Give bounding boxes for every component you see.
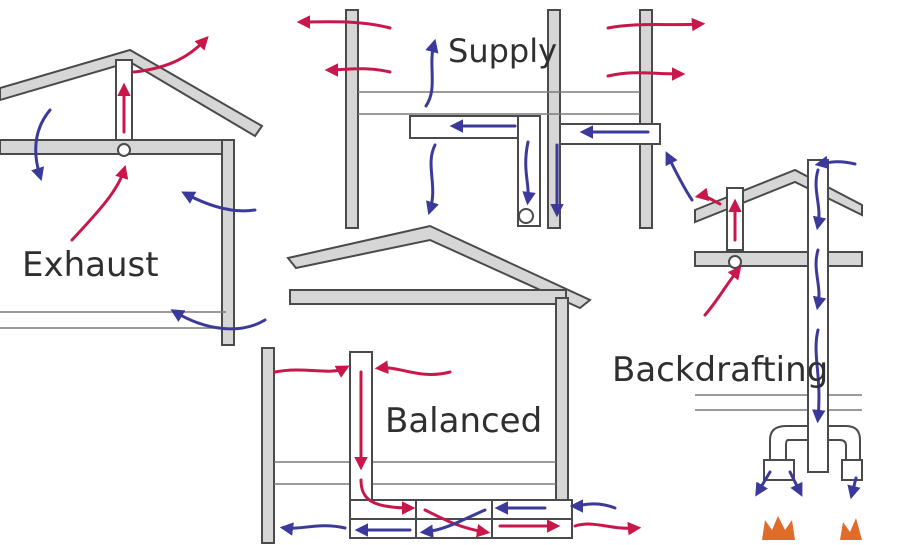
flame-icon-right bbox=[840, 518, 862, 540]
supply-duct-inlet bbox=[559, 123, 661, 145]
supply-house bbox=[296, 9, 706, 229]
exhaust-fan-icon bbox=[117, 143, 131, 157]
balanced-house bbox=[261, 224, 642, 544]
exhaust-house bbox=[0, 36, 267, 346]
flame-icon-left bbox=[762, 516, 795, 540]
appliance-flue-right bbox=[827, 425, 861, 461]
label-exhaust: Exhaust bbox=[22, 245, 159, 285]
backdraft-fan-icon bbox=[728, 255, 742, 269]
label-balanced: Balanced bbox=[385, 401, 542, 441]
backdrafting-house bbox=[694, 155, 863, 540]
supply-fan-icon bbox=[518, 208, 534, 224]
label-backdrafting: Backdrafting bbox=[612, 350, 828, 390]
appliance-flue-left bbox=[769, 425, 809, 461]
label-supply: Supply bbox=[448, 32, 557, 70]
